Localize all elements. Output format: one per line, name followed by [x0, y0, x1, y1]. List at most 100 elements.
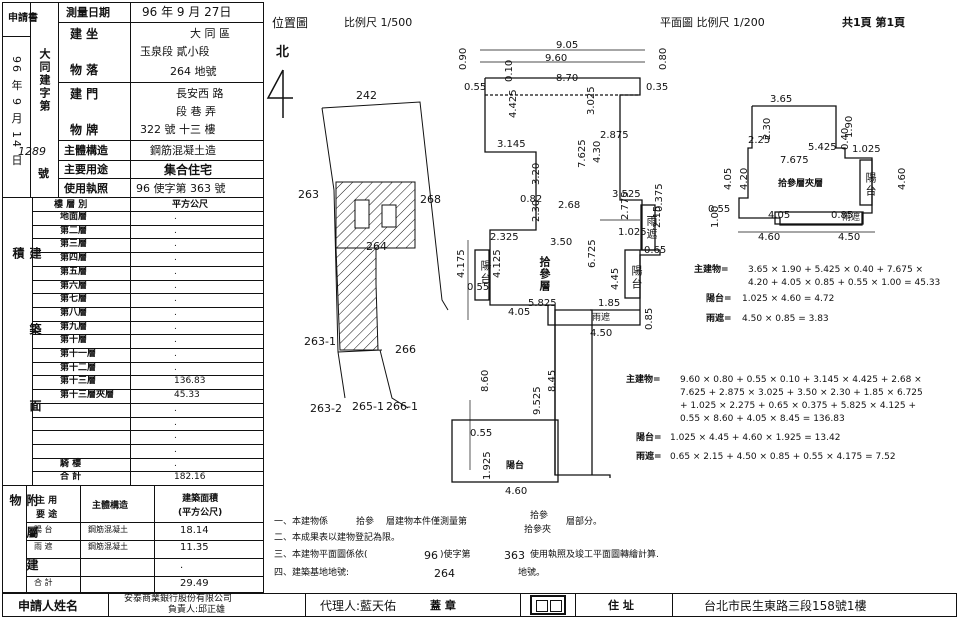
road: 長安西 路 [176, 87, 224, 100]
plan-dimension: 2.875 [600, 130, 629, 141]
annex-use: 陽 台 [34, 525, 53, 534]
room-canopy-2: 雨遮 [592, 313, 611, 323]
floor-name: 第十一層 [60, 349, 97, 359]
main-floor-plan [451, 77, 661, 483]
note-1d: 拾參 [530, 511, 549, 521]
lot-label: 263 [298, 188, 319, 201]
main-balcony-label: 陽台= [636, 433, 662, 443]
note-3d: 363 [504, 549, 525, 562]
location-label: 建 坐 [70, 27, 99, 41]
annex-structure: 鋼筋混凝土 [88, 525, 128, 534]
page-count: 共1頁 第1頁 [842, 16, 906, 29]
footer-address: 台北市民生東路三段158號1樓 [704, 599, 867, 613]
floor-area: . [174, 307, 177, 318]
lot-label: 263-1 [304, 335, 336, 348]
mezz-dimension: 5.425 [808, 142, 837, 153]
annex-area: 18.14 [180, 525, 209, 536]
floor-area: . [174, 431, 177, 442]
annex-area-header: 建築面積 (平方公尺) [178, 494, 223, 519]
room-balcony-2: 陽台 [630, 265, 643, 291]
main-calc-line: + 1.025 × 2.275 + 0.65 × 0.375 + 5.825 ×… [680, 401, 916, 411]
mezz-balcony-formula: 1.025 × 4.60 = 4.72 [742, 294, 835, 304]
plan-dimension: 1.925 [482, 451, 493, 480]
floor-area: . [174, 444, 177, 455]
doc-date: 96 年 9 月 14 日 [10, 56, 23, 168]
note-1f: 層部分。 [566, 517, 603, 527]
main-balcony-formula: 1.025 × 4.45 + 4.60 × 1.925 = 13.42 [670, 433, 841, 443]
note-1b: 拾參 [356, 517, 375, 527]
lane: 段 巷 弄 [176, 105, 216, 118]
main-use-label: 主要用途 [64, 163, 108, 176]
annex-use: 雨 遮 [34, 542, 53, 551]
footer-applicant-label: 申請人姓名 [18, 599, 79, 613]
plan-dimension: 4.60 [505, 486, 527, 497]
mezz-dimension: 2.25 [748, 135, 770, 146]
plan-dimension: 0.65 [644, 245, 666, 256]
note-3e: 使用執照及竣工平面圖轉繪計算. [530, 550, 659, 560]
floor-area: . [174, 212, 177, 222]
plan-dimension: 2.15 [652, 206, 663, 228]
mezz-canopy-label: 雨遮= [706, 314, 732, 324]
floor-area: . [174, 239, 177, 250]
floor-area: . [174, 362, 177, 373]
note-3b: 96 [424, 549, 438, 562]
mezz-dimension: 0.55 [708, 204, 730, 215]
floor-area: . [174, 403, 177, 414]
mezz-balcony: 陽台 [864, 172, 877, 198]
doc-number-suffix: 號 [38, 167, 49, 180]
floor-area-table: 樓 層 別 平方公尺 建 築 面 積 地面層.第二層.第三層.第四層.第五層.第… [2, 197, 264, 485]
mezz-dimension: 4.60 [758, 232, 780, 243]
plan-dimension: 3.025 [586, 86, 597, 115]
location-map [321, 101, 449, 409]
plan-dimension: 1.025 [618, 227, 647, 238]
plan-dimension: 2.68 [558, 200, 580, 211]
floor-area: . [174, 417, 177, 428]
note-4c: 地號。 [518, 568, 546, 578]
floor-area: . [174, 280, 177, 291]
mezz-main-formula-2: 4.20 + 4.05 × 0.85 + 0.55 × 1.00 = 45.33 [748, 278, 941, 288]
floor-area: . [174, 225, 177, 236]
floor-name: 第十三層 [60, 376, 97, 387]
plan-dimension: 0.55 [464, 82, 486, 93]
doc-number-prefix: 大同建字第 [38, 48, 51, 113]
main-canopy-formula: 0.65 × 2.15 + 4.50 × 0.85 + 0.55 × 4.175… [670, 452, 896, 462]
area-side-label: 建 築 面 積 [11, 247, 42, 442]
note-4a: 四、建築基地地號: [274, 568, 350, 578]
lot-label: 266 [395, 343, 416, 356]
plan-dimension: 7.625 [577, 139, 588, 168]
floor-area: . [174, 266, 177, 277]
plan-dimension: 1.85 [598, 298, 620, 309]
plan-dimension: 8.60 [480, 370, 491, 392]
floor-name: 合 計 [60, 472, 82, 483]
footer-responsible: 負責人:邱正雄 [168, 605, 226, 615]
annex-area: . [180, 560, 184, 571]
annex-structure-header: 主體構造 [92, 501, 129, 511]
floor-area: . [174, 458, 177, 469]
floor-name: 第九層 [60, 321, 88, 332]
plan-dimension: 3.145 [497, 139, 526, 150]
floor-name: 第二層 [60, 225, 88, 236]
street-number: 322 號 十三 樓 [140, 123, 216, 136]
plan-dimension: 4.50 [590, 328, 612, 339]
floor-area: 182.16 [174, 472, 206, 483]
mezz-canopy-formula: 4.50 × 0.85 = 3.83 [742, 314, 829, 324]
main-calc-line: 0.55 × 8.60 + 4.05 × 8.45 = 136.83 [680, 414, 845, 424]
plan-dimension: 4.425 [508, 89, 519, 118]
plan-dimension: 0.80 [658, 48, 669, 70]
main-calc-line: 9.60 × 0.80 + 0.55 × 0.10 + 3.145 × 4.42… [680, 375, 922, 385]
plan-dimension: 0.90 [458, 48, 469, 70]
license-label: 使用執照 [64, 182, 108, 195]
location-map-scale: 比例尺 1/500 [344, 16, 413, 29]
mezz-dimension: 4.05 [723, 168, 734, 190]
mezz-dimension: 1.025 [852, 144, 881, 155]
note-3c: )使字第 [440, 550, 471, 560]
mezz-main-formula: 3.65 × 1.90 + 5.425 × 0.40 + 7.675 × [748, 265, 924, 275]
plan-dimension: 4.175 [456, 249, 467, 278]
mezz-room: 拾參層夾層 [778, 179, 824, 189]
floor-area: . [174, 349, 177, 359]
floor-name: 第八層 [60, 307, 88, 318]
lot-label: 263-2 [310, 402, 342, 415]
lot-label: 242 [356, 89, 377, 102]
